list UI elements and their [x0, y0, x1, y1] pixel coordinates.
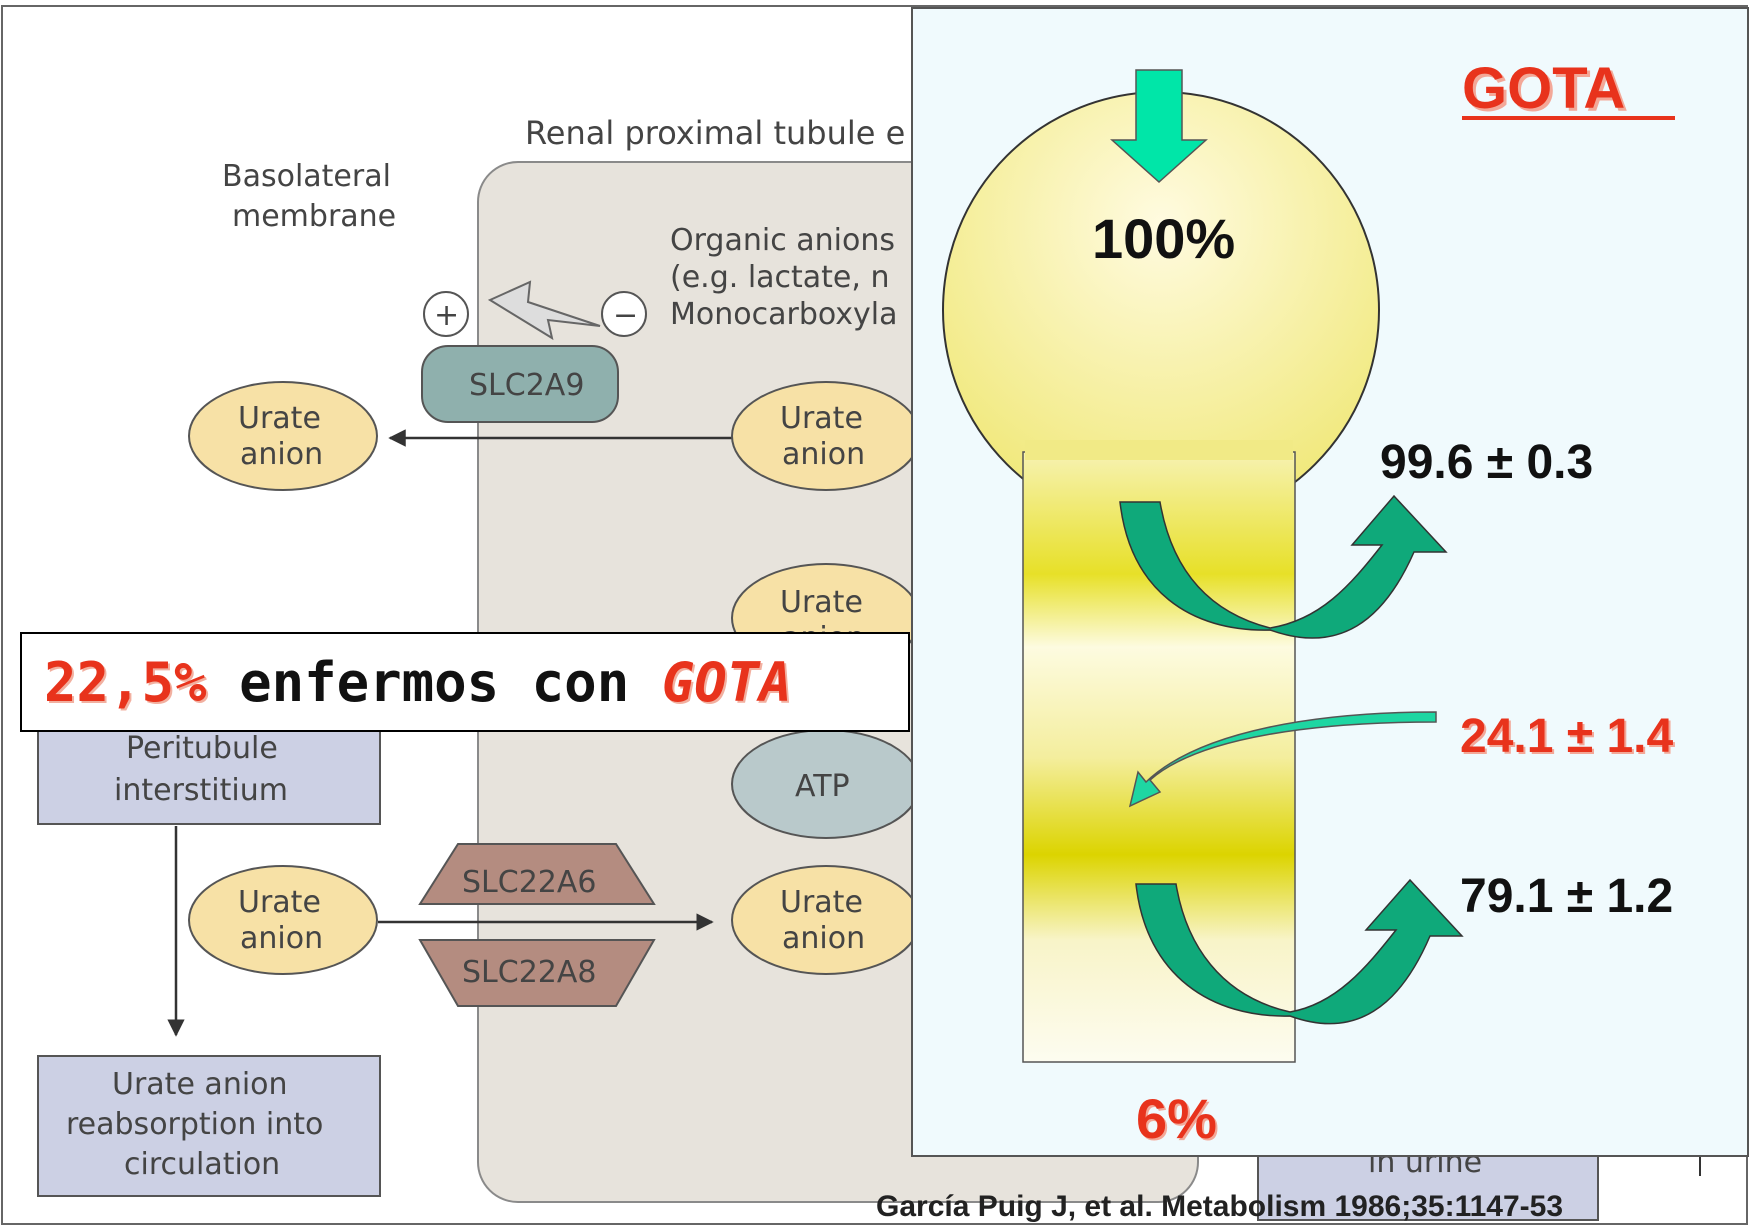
reabs-line3: circulation	[124, 1147, 280, 1182]
svg-text:anion: anion	[782, 921, 865, 956]
svg-text:Urate: Urate	[780, 885, 863, 920]
svg-text:anion: anion	[240, 921, 323, 956]
urate-anion-cell-bottom: Urate anion	[731, 865, 921, 975]
organic-anions-line1: Organic anions	[670, 223, 895, 258]
reabsorption-box	[37, 1055, 381, 1197]
svg-text:Urate: Urate	[780, 401, 863, 436]
gout-panel: GOTA 100% 99.6 ± 0.3 24.1 ± 1.4 79.1 ± 1…	[911, 7, 1749, 1157]
reabs-line2: reabsorption into	[66, 1107, 323, 1142]
svg-text:Urate: Urate	[238, 885, 321, 920]
minus-sign: −	[613, 298, 638, 333]
slc2a9-label: SLC2A9	[469, 368, 584, 403]
interstitium-line1: Peritubule	[126, 731, 278, 766]
membrane-label-1: Basolateral	[222, 159, 391, 194]
minus-circle-icon	[601, 291, 647, 337]
panel-title: GOTA	[1462, 56, 1625, 121]
reabsorption-arrow-2-icon	[1135, 878, 1464, 1025]
tubule-join-mask	[1025, 440, 1293, 460]
excreted-percent: 6%	[1136, 1087, 1217, 1150]
slc2a9-transporter	[421, 345, 619, 423]
reabsorption-2: 79.1 ± 1.2	[1460, 870, 1673, 923]
urate-anion-left-top: Urate anion	[188, 381, 378, 491]
callout-disease: GOTA	[661, 650, 792, 714]
slc22a6-label: SLC22A6	[462, 865, 597, 900]
urate-anion-left-bottom: Urate anion	[188, 865, 378, 975]
reabsorption-arrow-1-icon	[1119, 494, 1448, 639]
plus-circle-icon	[423, 291, 469, 337]
membrane-label-2: membrane	[232, 199, 396, 234]
callout-text: enfermos con	[206, 650, 662, 714]
organic-anions-line2: (e.g. lactate, n	[670, 260, 889, 295]
urate-anion-cell-top: Urate anion	[731, 381, 921, 491]
citation: García Puig J, et al. Metabolism 1986;35…	[876, 1190, 1564, 1223]
gout-callout: 22,5% enfermos con GOTA	[20, 632, 910, 732]
plus-sign: +	[434, 298, 459, 333]
svg-text:anion: anion	[240, 437, 323, 472]
organic-anions-line3: Monocarboxyla	[670, 297, 898, 332]
zigzag-bolt-icon	[487, 280, 601, 341]
svg-text:Urate: Urate	[780, 585, 863, 620]
secretion: 24.1 ± 1.4	[1460, 710, 1673, 763]
slc22a8-label: SLC22A8	[462, 955, 597, 990]
diagram-title: Renal proximal tubule e	[525, 114, 905, 152]
slc22a8-transporter	[418, 939, 656, 1007]
secretion-arrow-icon	[1128, 711, 1437, 808]
slc22a6-transporter	[418, 843, 656, 905]
filtered-percent: 100%	[1092, 207, 1235, 270]
inflow-arrow-icon	[1110, 69, 1208, 184]
svg-text:anion: anion	[782, 437, 865, 472]
reabsorption-1: 99.6 ± 0.3	[1380, 436, 1593, 489]
reabs-line1: Urate anion	[112, 1067, 288, 1102]
atp-label: ATP	[795, 769, 850, 804]
callout-percent: 22,5%	[44, 650, 207, 714]
interstitium-line2: interstitium	[114, 773, 288, 808]
svg-text:Urate: Urate	[238, 401, 321, 436]
